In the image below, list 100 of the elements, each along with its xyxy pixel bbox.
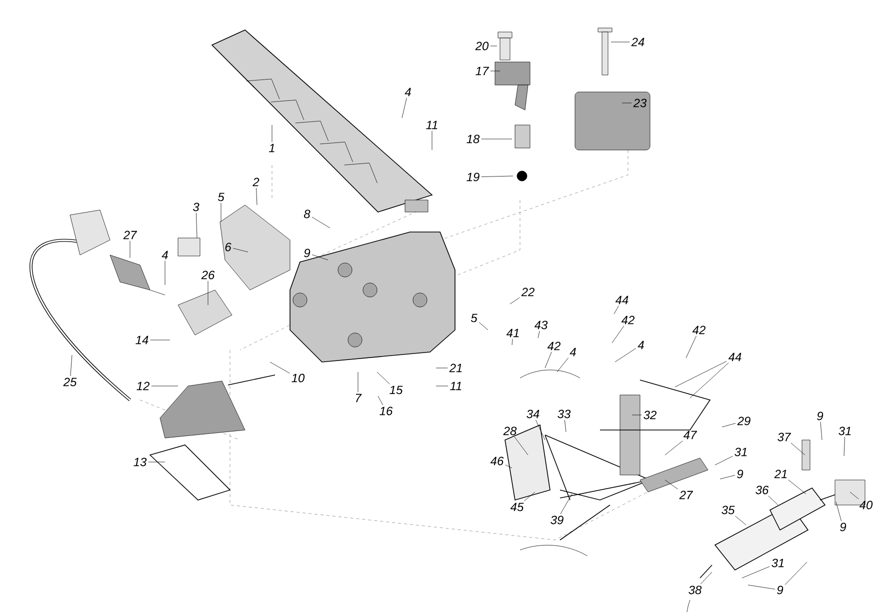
leader-line (820, 422, 822, 440)
callout-number: 44 (728, 352, 742, 362)
callout-number: 31 (838, 426, 851, 436)
leader-line (612, 326, 624, 344)
callout-number: 42 (547, 342, 560, 350)
callout-number: 17 (476, 66, 490, 76)
callout-number: 4 (570, 348, 576, 356)
leader-line (232, 248, 248, 252)
leader-line (790, 442, 806, 456)
leader-line (768, 496, 778, 506)
callout-number: 21 (449, 364, 462, 372)
leader-line (544, 352, 552, 368)
callout-number: 5 (218, 192, 224, 202)
callout-number: 28 (503, 426, 517, 436)
leader-line (664, 480, 678, 490)
leader-line (478, 322, 488, 330)
callout-number: 34 (526, 410, 540, 418)
callout-number: 22 (521, 288, 534, 296)
callout-number: 31 (772, 558, 784, 568)
leader-line (256, 188, 258, 206)
callout-number: 7 (356, 394, 362, 402)
callout-number: 1 (268, 144, 274, 152)
callout-number: 27 (123, 230, 138, 240)
callout-number: 45 (510, 502, 524, 512)
leader-line (850, 492, 859, 500)
callout-number: 9 (817, 412, 824, 420)
leader-line (312, 216, 330, 228)
callout-number: 29 (737, 416, 750, 426)
leader-line (614, 306, 619, 314)
leader-line (720, 475, 736, 480)
callout-number: 35 (722, 506, 735, 514)
leader-line (505, 464, 512, 468)
callout-number: 44 (615, 296, 628, 304)
callout-number: 6 (225, 242, 232, 252)
callout-number: 12 (136, 382, 150, 390)
leader-line (220, 202, 222, 222)
callout-number: 11 (426, 120, 438, 130)
callout-number: 31 (734, 448, 747, 456)
leader-line (748, 584, 776, 590)
leader-line (788, 480, 806, 494)
callout-number: 9 (737, 470, 744, 478)
callout-number: 37 (778, 432, 792, 442)
callout-number: 3 (192, 202, 200, 212)
callout-number: 8 (304, 210, 310, 218)
callout-number: 47 (683, 430, 698, 440)
leader-line (560, 494, 572, 514)
callout-number: 40 (859, 500, 873, 510)
callout-number: 23 (633, 98, 647, 108)
callout-number: 42 (692, 326, 706, 334)
callout-number: 18 (466, 134, 480, 144)
callout-number: 19 (466, 172, 480, 182)
leader-line (490, 70, 500, 72)
leader-line (481, 176, 514, 177)
leader-line (742, 566, 770, 578)
callout-number: 21 (774, 470, 787, 478)
callout-number: 9 (840, 522, 846, 532)
callout-number: 32 (644, 410, 656, 420)
leader-line (674, 360, 727, 388)
leader-line (632, 414, 642, 416)
callout-number: 33 (558, 410, 571, 418)
leader-line (510, 297, 520, 304)
callout-number: 46 (490, 456, 504, 466)
callout-number: 41 (506, 328, 519, 338)
callout-number: 26 (201, 270, 215, 280)
callout-number: 20 (475, 42, 489, 50)
leader-line (622, 102, 632, 104)
callout-number: 14 (136, 336, 148, 344)
leader-line (312, 254, 328, 260)
callout-number: 39 (550, 516, 564, 524)
callout-number: 9 (777, 586, 784, 594)
callout-number: 16 (380, 406, 393, 416)
leader-line (481, 138, 512, 140)
leader-line (378, 396, 384, 406)
leader-line (700, 572, 712, 584)
leader-line (376, 372, 390, 384)
callout-number: 9 (304, 248, 310, 258)
leader-line (70, 354, 72, 376)
callout-number: 38 (688, 586, 702, 594)
leader-line (686, 336, 696, 358)
callout-number: 5 (470, 314, 478, 322)
leader-line (402, 98, 407, 118)
leader-line (538, 330, 540, 338)
leader-line (722, 423, 736, 428)
callout-number: 2 (252, 178, 260, 186)
leader-line (714, 456, 733, 466)
leader-line (836, 502, 842, 522)
leader-line (536, 420, 546, 440)
callout-number: 10 (292, 374, 305, 382)
callout-number: 13 (134, 458, 147, 466)
leader-line (564, 420, 566, 432)
callout-number: 27 (679, 490, 694, 500)
callout-number: 24 (631, 38, 644, 46)
leader-line (844, 436, 845, 456)
leader-line (690, 362, 729, 398)
callout-number: 15 (390, 386, 403, 394)
leader-line (784, 562, 808, 585)
leader-line (514, 436, 528, 456)
callout-number: 43 (534, 320, 548, 330)
leader-line (734, 516, 746, 526)
callout-number: 11 (450, 382, 462, 390)
